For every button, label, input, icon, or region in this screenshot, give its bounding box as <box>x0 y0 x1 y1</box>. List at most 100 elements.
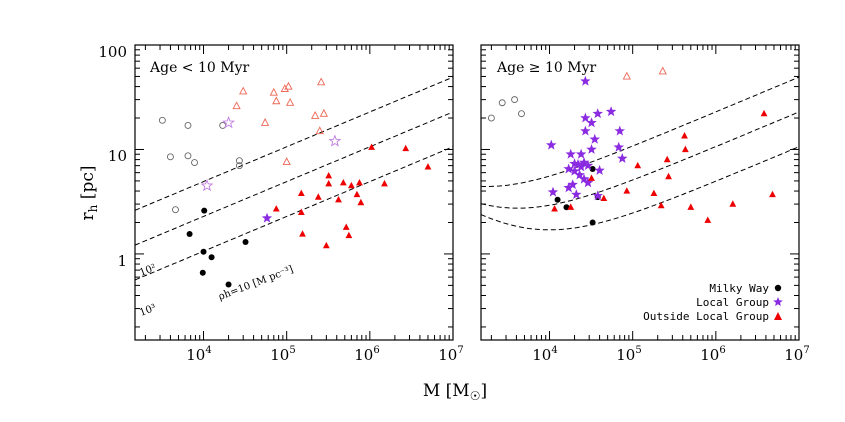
data-point-outside-local-group <box>657 201 665 209</box>
data-point-outside-local-group <box>347 181 355 189</box>
data-point-outside-local-group <box>269 87 278 96</box>
data-point-milky-way <box>498 99 506 107</box>
data-point-outside-local-group <box>319 108 329 117</box>
legend-label-outside-local-group: Outside Local Group <box>643 310 769 323</box>
legend: Milky Way Local Group Outside Local Grou… <box>643 282 783 323</box>
data-point-outside-local-group <box>260 118 270 126</box>
data-point-local-group <box>563 163 574 174</box>
left-panel-frame <box>134 44 454 341</box>
data-point-outside-local-group <box>357 198 365 206</box>
data-point-milky-way <box>589 166 596 173</box>
data-point-outside-local-group <box>317 77 326 86</box>
data-point-outside-local-group <box>760 109 768 117</box>
legend-label-milky-way: Milky Way <box>709 282 769 295</box>
legend-marker-local-group <box>773 297 783 306</box>
data-point-outside-local-group <box>658 66 667 75</box>
density-line-1000 <box>135 146 453 281</box>
data-point-outside-local-group <box>282 157 291 165</box>
data-point-outside-local-group <box>623 187 631 194</box>
data-point-outside-local-group <box>272 96 281 105</box>
data-point-outside-local-group <box>353 190 361 198</box>
data-point-outside-local-group <box>622 71 631 80</box>
data-point-milky-way <box>184 121 192 129</box>
y-axis-label: rh [pc] <box>78 166 100 221</box>
x-tick-label-right-1e4: 104 <box>532 345 557 364</box>
left-plot-area <box>135 76 453 288</box>
x-tick-label-left-1e5: 105 <box>270 345 295 364</box>
data-point-outside-local-group <box>325 179 333 187</box>
density-line-1000 <box>481 146 799 231</box>
data-point-local-group <box>222 116 236 129</box>
data-point-local-group <box>571 189 582 199</box>
data-point-outside-local-group <box>232 101 241 110</box>
x-axis-label: M [M☉] <box>423 381 487 403</box>
data-point-local-group <box>565 148 576 159</box>
data-point-local-group <box>589 133 600 144</box>
data-point-milky-way <box>518 110 525 118</box>
axis-ticks <box>135 44 800 340</box>
legend-label-local-group: Local Group <box>696 296 769 309</box>
data-point-outside-local-group <box>299 230 306 237</box>
data-point-local-group <box>617 153 628 163</box>
x-tick-label-left-1e6: 106 <box>354 345 379 364</box>
data-point-local-group <box>582 160 594 171</box>
data-point-outside-local-group <box>335 195 342 203</box>
plot-contents <box>135 76 453 288</box>
data-point-local-group <box>200 178 214 192</box>
data-point-outside-local-group <box>402 144 410 152</box>
data-point-outside-local-group <box>551 205 558 212</box>
data-point-outside-local-group <box>729 200 737 207</box>
data-point-milky-way <box>242 239 249 246</box>
data-point-milky-way <box>184 152 192 160</box>
data-point-outside-local-group <box>311 111 320 119</box>
data-point-milky-way <box>199 269 206 276</box>
data-point-outside-local-group <box>284 81 293 90</box>
data-point-outside-local-group <box>280 84 289 92</box>
data-point-local-group <box>580 75 591 86</box>
data-point-milky-way <box>589 219 596 226</box>
data-point-outside-local-group <box>634 161 642 169</box>
data-point-local-group <box>569 165 580 176</box>
data-point-local-group <box>574 169 585 180</box>
right-plot-area <box>481 66 799 231</box>
data-point-local-group <box>580 112 591 123</box>
data-point-local-group <box>582 177 594 188</box>
left-panel-title: Age < 10 Myr <box>149 60 249 76</box>
data-point-milky-way <box>186 231 193 238</box>
plot-contents <box>481 66 799 231</box>
data-point-outside-local-group <box>687 203 695 210</box>
data-point-milky-way <box>201 207 208 214</box>
y-tick-label-100: 100 <box>98 43 127 61</box>
data-point-outside-local-group <box>567 203 575 210</box>
data-point-local-group <box>594 164 605 175</box>
data-point-local-group <box>575 148 587 159</box>
data-point-outside-local-group <box>769 190 776 198</box>
data-point-milky-way <box>235 162 243 170</box>
data-point-local-group <box>605 106 617 117</box>
data-point-outside-local-group <box>650 189 658 196</box>
y-tick-label-1: 1 <box>117 252 127 270</box>
data-point-milky-way <box>200 248 207 255</box>
data-point-milky-way <box>158 116 166 124</box>
legend-marker-outside-local-group <box>774 312 782 320</box>
data-point-local-group <box>613 141 624 152</box>
data-point-outside-local-group <box>588 174 595 181</box>
x-tick-label-right-1e6: 106 <box>700 345 725 364</box>
data-point-milky-way <box>487 114 495 122</box>
data-point-local-group <box>563 182 574 193</box>
data-point-outside-local-group <box>339 178 347 186</box>
data-point-outside-local-group <box>297 208 305 215</box>
right-panel-title: Age ≥ 10 Myr <box>496 60 596 76</box>
data-point-outside-local-group <box>424 163 432 170</box>
data-point-milky-way <box>511 96 519 104</box>
x-tick-label-right-1e5: 105 <box>616 345 641 364</box>
data-point-local-group <box>546 139 557 150</box>
data-point-outside-local-group <box>681 132 688 139</box>
x-tick-label-left-1e4: 104 <box>186 345 211 364</box>
data-point-outside-local-group <box>600 194 608 202</box>
data-point-milky-way <box>166 153 174 161</box>
data-point-local-group <box>592 108 603 119</box>
x-tick-label-right-1e7: 107 <box>784 345 809 364</box>
data-point-local-group <box>328 134 342 147</box>
